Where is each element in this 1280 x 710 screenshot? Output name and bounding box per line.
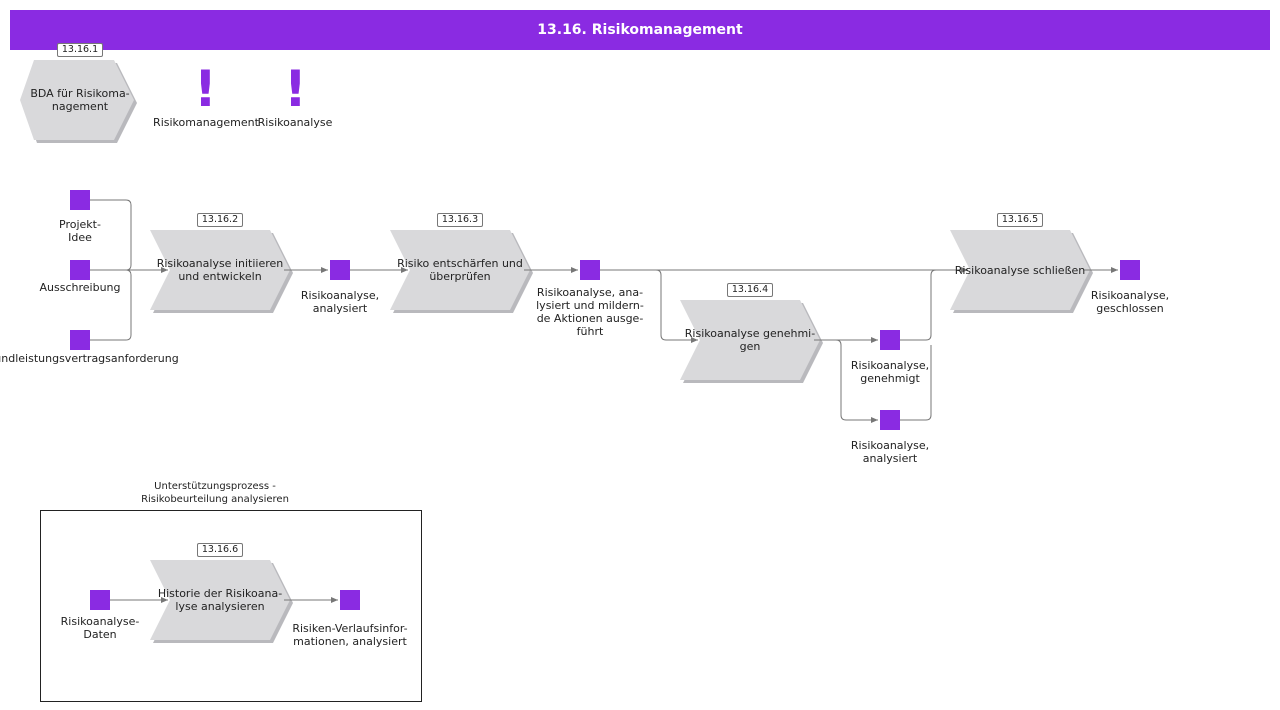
event-square-geschlossen[interactable] xyxy=(1120,260,1140,280)
bda-hexagon[interactable] xyxy=(20,60,134,140)
event-label-verlauf: Risiken-Verlaufsinfor- mationen, analysi… xyxy=(292,622,408,648)
diagram-title-bar: 13.16. Risikomanagement xyxy=(10,10,1270,50)
event-square-analysiert1[interactable] xyxy=(330,260,350,280)
event-square-genehmigt[interactable] xyxy=(880,330,900,350)
event-square-ausschreibung[interactable] xyxy=(70,260,90,280)
process-shape-13-16-4[interactable] xyxy=(680,300,823,383)
process-label: Historie der Risikoana- lyse analysieren xyxy=(157,587,283,613)
connector-vertrag-merge xyxy=(90,269,132,341)
diagram-title: 13.16. Risikomanagement xyxy=(537,22,743,38)
connector-to-13-16-4 xyxy=(655,269,698,343)
support-process-frame xyxy=(40,510,422,702)
process-id-tag: 13.16.4 xyxy=(727,283,773,297)
trigger-exclamation-icon: ! xyxy=(194,60,217,118)
event-square-analysiert2[interactable] xyxy=(880,410,900,430)
event-label-analysiert-mildernd: Risikoanalyse, ana- lysiert und mildern-… xyxy=(536,286,644,338)
process-label: Risikoanalyse genehmi- gen xyxy=(684,327,816,353)
process-shape-13-16-3[interactable] xyxy=(390,230,533,313)
event-square-analysiert-mildernd[interactable] xyxy=(580,260,600,280)
process-shape-13-16-2[interactable] xyxy=(150,230,293,313)
trigger-risikomanagement-label: Risikomanagement xyxy=(153,116,259,129)
connector-projekt-merge xyxy=(90,199,132,271)
process-label: Risikoanalyse schließen xyxy=(954,263,1086,277)
event-label-vertrag: Grundleistungsvertragsanforderung xyxy=(0,352,179,365)
event-label-genehmigt: Risikoanalyse, genehmigt xyxy=(850,359,930,385)
event-label-analysiert1: Risikoanalyse, analysiert xyxy=(300,289,380,315)
event-label-ausschreibung: Ausschreibung xyxy=(39,281,121,294)
process-id-tag: 13.16.5 xyxy=(997,213,1043,227)
bda-id-tag: 13.16.1 xyxy=(57,43,103,57)
connector-genehmigt-merge xyxy=(900,269,937,341)
process-shape-13-16-6[interactable] xyxy=(150,560,293,643)
event-square-projekt[interactable] xyxy=(70,190,90,210)
process-label: Risiko entschärfen und überprüfen xyxy=(397,257,523,283)
event-label-projekt: Projekt- Idee xyxy=(59,218,101,244)
process-shape-13-16-5[interactable] xyxy=(950,230,1093,313)
connector-to-analysiert2 xyxy=(835,339,878,423)
connector-analysiert2-merge xyxy=(900,345,932,421)
process-id-tag: 13.16.3 xyxy=(437,213,483,227)
event-label-geschlossen: Risikoanalyse, geschlossen xyxy=(1090,289,1170,315)
trigger-exclamation-icon: ! xyxy=(284,60,307,118)
process-id-tag: 13.16.2 xyxy=(197,213,243,227)
event-label-daten: Risikoanalyse- Daten xyxy=(60,615,140,641)
support-process-title: Unterstützungsprozess - Risikobeurteilun… xyxy=(141,481,289,505)
bda-label: BDA für Risikoma- nagement xyxy=(30,87,130,113)
process-label: Risikoanalyse initiieren und entwickeln xyxy=(156,257,284,283)
event-label-analysiert2: Risikoanalyse, analysiert xyxy=(850,439,930,465)
process-id-tag: 13.16.6 xyxy=(197,543,243,557)
event-square-daten[interactable] xyxy=(90,590,110,610)
trigger-risikoanalyse-label: Risikoanalyse xyxy=(257,116,333,129)
event-square-vertrag[interactable] xyxy=(70,330,90,350)
event-square-verlauf[interactable] xyxy=(340,590,360,610)
